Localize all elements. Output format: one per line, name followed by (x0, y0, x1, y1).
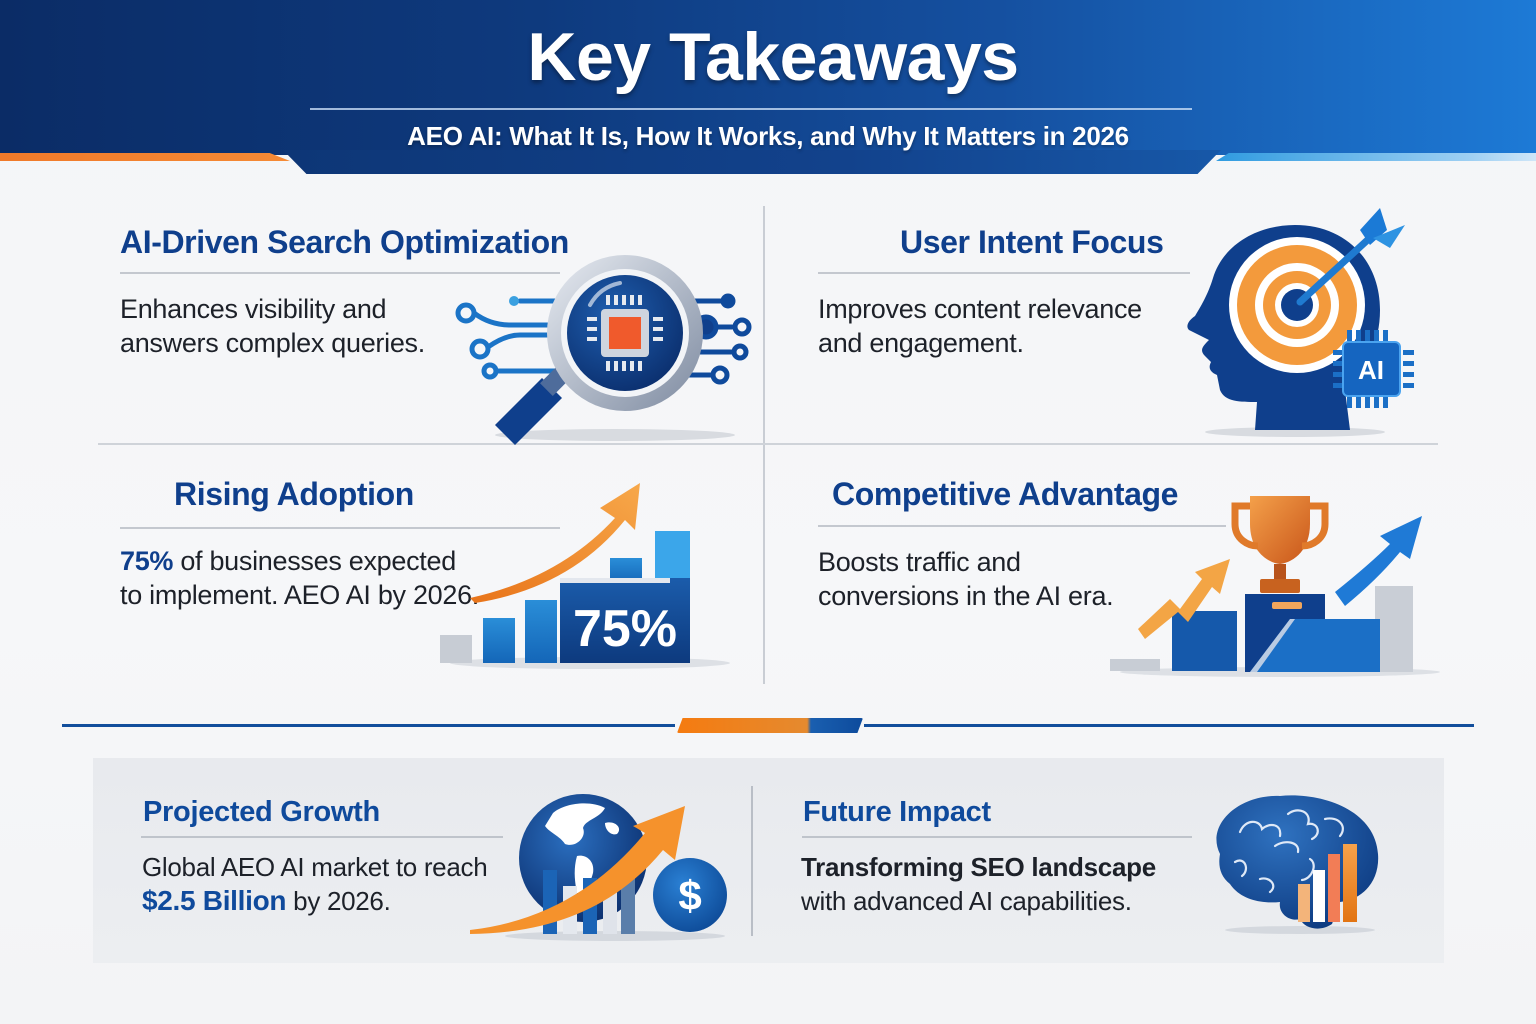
card-title: Competitive Advantage (832, 476, 1179, 512)
page-subtitle: AEO AI: What It Is, How It Works, and Wh… (407, 121, 1129, 151)
panel-title: Projected Growth (143, 796, 380, 828)
card-rule (120, 527, 560, 529)
section-divider-right (864, 724, 1474, 727)
section-divider-accent (677, 718, 863, 733)
bar-chart-arrow-icon: 75% (440, 483, 730, 669)
ai-chip-label: AI (1358, 355, 1384, 385)
card-rule (120, 272, 560, 274)
title-divider (310, 108, 1192, 110)
header-orange-stripe (0, 153, 290, 161)
card-rule (818, 272, 1190, 274)
panel-body: Global AEO AI market to reach $2.5 Billi… (142, 852, 488, 916)
globe-dollar-growth-icon: $ (470, 794, 727, 941)
page-title: Key Takeaways (527, 19, 1019, 95)
card-body: Boosts traffic and conversions in the AI… (818, 547, 1114, 611)
dollar-coin-label: $ (678, 872, 701, 919)
panel-rule (802, 836, 1192, 838)
panel-rule (141, 836, 503, 838)
panel-body: Transforming SEO landscape with advanced… (801, 852, 1156, 916)
card-body: Improves content relevance and engagemen… (818, 294, 1142, 358)
card-title: Rising Adoption (174, 476, 414, 512)
trophy-podium-icon (1110, 496, 1440, 677)
adoption-badge: 75% (573, 600, 677, 658)
brain-chart-icon (1216, 795, 1379, 934)
grid-horizontal-divider (98, 443, 1438, 445)
grid-vertical-divider (763, 206, 765, 684)
header-banner (0, 0, 1536, 155)
magnifier-chip-icon (455, 255, 752, 445)
section-divider-left (62, 724, 675, 727)
card-body: 75% of businesses expected to implement.… (120, 546, 480, 610)
card-title: AI-Driven Search Optimization (120, 224, 569, 260)
card-body: Enhances visibility and answers complex … (120, 294, 425, 358)
market-highlight: $2.5 Billion (142, 885, 287, 916)
adoption-highlight: 75% (120, 546, 174, 576)
panel-title: Future Impact (803, 796, 991, 828)
head-target-ai-icon: AI (1187, 208, 1414, 437)
card-title: User Intent Focus (900, 224, 1164, 260)
card-rule (818, 525, 1226, 527)
bottom-panel-divider (751, 786, 753, 936)
header-blue-stripe (1216, 153, 1536, 161)
header-subtitle-tab (283, 150, 1221, 174)
bottom-panel (93, 758, 1444, 963)
